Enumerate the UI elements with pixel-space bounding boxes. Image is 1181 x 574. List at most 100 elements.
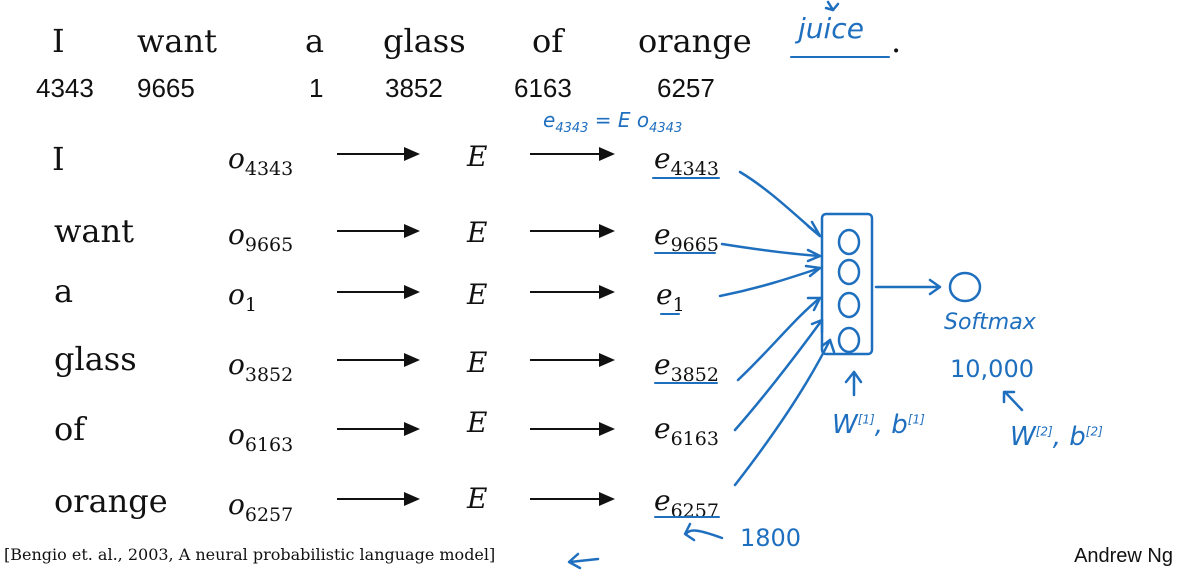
embedding-matrix: E: [467, 406, 488, 439]
onehot-vector: o3852: [228, 348, 293, 386]
arrow-head: [404, 224, 420, 238]
row-word: orange: [54, 482, 168, 520]
arrow-head: [599, 353, 615, 367]
onehot-vector: o1: [228, 278, 257, 316]
citation-arrow-icon: [568, 557, 600, 564]
arrow-shaft: [337, 428, 407, 430]
onehot-index: 9665: [244, 234, 294, 256]
sentence-word-2: want: [137, 22, 217, 60]
eq-right-sub: 4343: [649, 121, 683, 136]
sentence-word-6: orange: [638, 22, 752, 60]
arrow-shaft: [337, 230, 407, 232]
embedding-matrix: E: [467, 346, 488, 379]
embedding-vector: e9665: [654, 218, 719, 256]
params2-arrow: [1003, 390, 1024, 412]
sentence-word-3: a: [305, 22, 325, 60]
hidden-unit-icon: [837, 228, 861, 256]
eq-right: E: [617, 108, 631, 132]
embedding-underline: [654, 516, 720, 518]
embedding-index: 4343: [670, 158, 719, 180]
onehot-vector: o6257: [228, 488, 293, 526]
b2-superscript: [2]: [1085, 424, 1103, 439]
onehot-vector: o4343: [228, 142, 293, 180]
b2-symbol: b: [1069, 422, 1086, 452]
embedding-vector: e4343: [654, 142, 719, 180]
embedding-symbol: e: [654, 348, 671, 381]
dim-arrow: [684, 529, 724, 540]
embedding-vector: e1: [656, 278, 685, 316]
arrow-head: [599, 492, 615, 506]
embedding-symbol: e: [654, 218, 671, 251]
embedding-vector: e3852: [654, 348, 719, 386]
softmax-label: Softmax: [944, 310, 1036, 335]
word-id-1: 4343: [36, 73, 94, 103]
softmax-unit-icon: [948, 271, 982, 303]
arrow-shaft: [530, 359, 602, 361]
onehot-index: 6257: [244, 504, 294, 526]
onehot-symbol: o: [228, 142, 245, 175]
embedding-index: 9665: [670, 234, 719, 256]
arrow-shaft: [530, 153, 602, 155]
citation: [Bengio et. al., 2003, A neural probabil…: [4, 545, 496, 564]
w2-symbol: W: [1010, 422, 1036, 452]
row-word: of: [54, 410, 86, 448]
embedding-matrix: E: [467, 216, 488, 249]
embedding-underline: [652, 177, 720, 179]
vocab-size-label: 10,000: [950, 355, 1034, 383]
eq-right-o: o: [636, 108, 650, 132]
onehot-symbol: o: [228, 418, 245, 451]
embedding-underline: [654, 252, 716, 254]
embedding-index: 1: [672, 294, 685, 316]
arrow-head: [599, 285, 615, 299]
arrow-head: [599, 224, 615, 238]
w2-superscript: [2]: [1035, 424, 1053, 439]
arrow-shaft: [337, 291, 407, 293]
blank-underline: [790, 56, 890, 58]
target-word: juice: [798, 12, 864, 45]
word-id-2: 9665: [137, 73, 195, 103]
onehot-vector: o9665: [228, 218, 293, 256]
embedding-matrix: E: [467, 278, 488, 311]
onehot-symbol: o: [228, 218, 245, 251]
row-word: I: [52, 140, 65, 178]
hidden-layer-box: [820, 212, 874, 356]
embedding-symbol: e: [654, 484, 671, 517]
w1-symbol: W: [832, 410, 858, 440]
sentence-word-1: I: [52, 22, 65, 60]
eq-left-sub: 4343: [555, 121, 589, 136]
sentence-period: .: [891, 22, 902, 60]
embedding-index: 3852: [670, 364, 719, 386]
embedding-matrix: E: [467, 140, 488, 173]
onehot-symbol: o: [228, 348, 245, 381]
arrow-shaft: [530, 498, 602, 500]
hidden-unit-icon: [837, 326, 861, 354]
arrow-head: [404, 492, 420, 506]
embedding-vector: e6163: [654, 412, 719, 450]
onehot-index: 3852: [244, 364, 294, 386]
embedding-equation: e4343 = E o4343: [543, 108, 682, 136]
target-arrowhead-icon: [824, 2, 840, 12]
onehot-index: 1: [244, 294, 257, 316]
b1-superscript: [1]: [907, 412, 925, 427]
onehot-symbol: o: [228, 278, 245, 311]
embedding-matrix: E: [467, 482, 488, 515]
layer1-params: W[1], b[1]: [832, 410, 925, 440]
author-credit: Andrew Ng: [1074, 545, 1173, 567]
eq-left: e: [543, 108, 556, 132]
onehot-index: 4343: [244, 158, 294, 180]
embedding-index: 6163: [670, 428, 719, 450]
arrow-shaft: [530, 230, 602, 232]
embedding-symbol: e: [654, 142, 671, 175]
arrow-head: [404, 285, 420, 299]
onehot-index: 6163: [244, 434, 294, 456]
hidden-unit-icon: [837, 291, 861, 319]
sentence-word-5: of: [532, 22, 564, 60]
arrow-shaft: [530, 428, 602, 430]
arrow-head: [404, 353, 420, 367]
onehot-symbol: o: [228, 488, 245, 521]
row-word: a: [54, 272, 74, 310]
dimension-label: 1800: [740, 524, 802, 552]
arrow-head: [599, 422, 615, 436]
word-id-3: 1: [309, 73, 324, 103]
